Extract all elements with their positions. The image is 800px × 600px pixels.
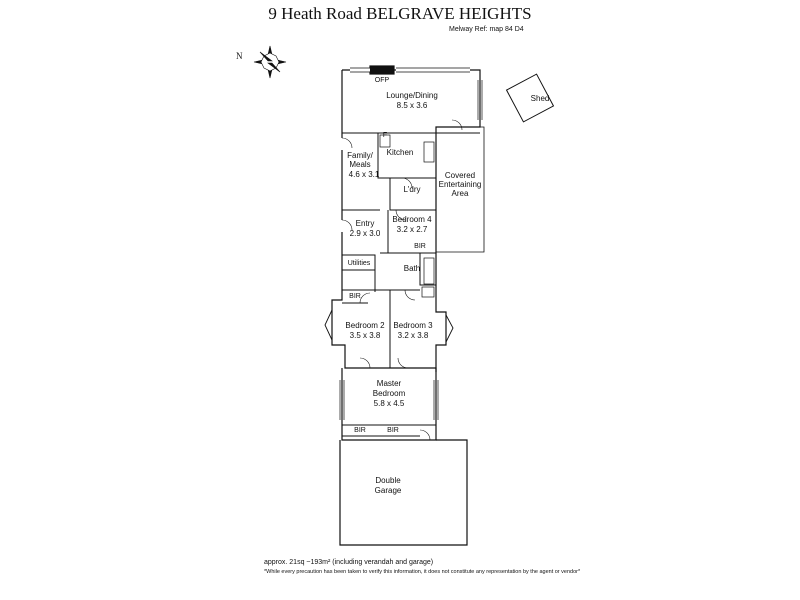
bedroom4-name: Bedroom 4 bbox=[392, 215, 432, 224]
outer-wall-left-3 bbox=[331, 232, 437, 372]
covered-l2: Entertaining bbox=[438, 180, 482, 189]
garage-name2: Garage bbox=[374, 486, 402, 495]
bir4-label: BIR bbox=[414, 243, 426, 250]
kitchen-sink bbox=[423, 141, 435, 163]
fireplace bbox=[369, 65, 395, 75]
ofp-label: OFP bbox=[374, 77, 390, 84]
fridge-label: F bbox=[382, 132, 388, 139]
disclaimer: *While every precaution has been taken t… bbox=[264, 569, 581, 575]
melway-ref: Melway Ref: map 84 D4 bbox=[449, 26, 524, 33]
entry-name: Entry bbox=[355, 219, 375, 228]
family-name1: Family/ bbox=[347, 151, 373, 160]
outer-wall-right bbox=[435, 228, 447, 368]
lounge-size: 8.5 x 3.6 bbox=[396, 101, 428, 110]
family-size: 4.6 x 3.1 bbox=[348, 170, 380, 179]
master-wall bbox=[341, 368, 437, 441]
shed bbox=[505, 73, 555, 123]
bathtub bbox=[423, 257, 435, 285]
garage-name1: Double bbox=[375, 476, 401, 485]
family-name2: Meals bbox=[349, 160, 371, 169]
shed-label: Shed bbox=[530, 94, 550, 103]
north-label: N bbox=[236, 51, 243, 61]
master-name2: Bedroom bbox=[372, 389, 406, 398]
bedroom4-size: 3.2 x 2.7 bbox=[396, 225, 428, 234]
bath-label: Bath bbox=[403, 264, 421, 273]
bedroom3-size: 3.2 x 3.8 bbox=[397, 331, 429, 340]
bedroom2-name: Bedroom 2 bbox=[345, 321, 385, 330]
page-title: 9 Heath Road BELGRAVE HEIGHTS bbox=[268, 4, 532, 23]
area-note: approx. 21sq ~193m² (including verandah … bbox=[264, 559, 434, 566]
kitchen-label: Kitchen bbox=[386, 148, 414, 157]
master-name1: Master bbox=[376, 379, 402, 388]
covered-l3: Area bbox=[451, 189, 469, 198]
covered-area bbox=[436, 126, 485, 253]
compass-icon bbox=[253, 45, 287, 79]
bir-left-label: BIR bbox=[349, 293, 361, 300]
laundry-label: L'dry bbox=[403, 185, 421, 194]
fridge bbox=[379, 134, 391, 148]
utilities-label: Utilities bbox=[347, 260, 371, 267]
basin bbox=[421, 286, 435, 298]
master-size: 5.8 x 4.5 bbox=[373, 399, 405, 408]
covered-l1: Covered bbox=[444, 171, 476, 180]
entry-size: 2.9 x 3.0 bbox=[349, 229, 381, 238]
bir-m2-label: BIR bbox=[387, 427, 399, 434]
lounge-name: Lounge/Dining bbox=[386, 91, 438, 100]
bedroom3-name: Bedroom 3 bbox=[393, 321, 433, 330]
garage-wall bbox=[339, 439, 468, 546]
bedroom2-size: 3.5 x 3.8 bbox=[349, 331, 381, 340]
bir-m1-label: BIR bbox=[354, 427, 366, 434]
